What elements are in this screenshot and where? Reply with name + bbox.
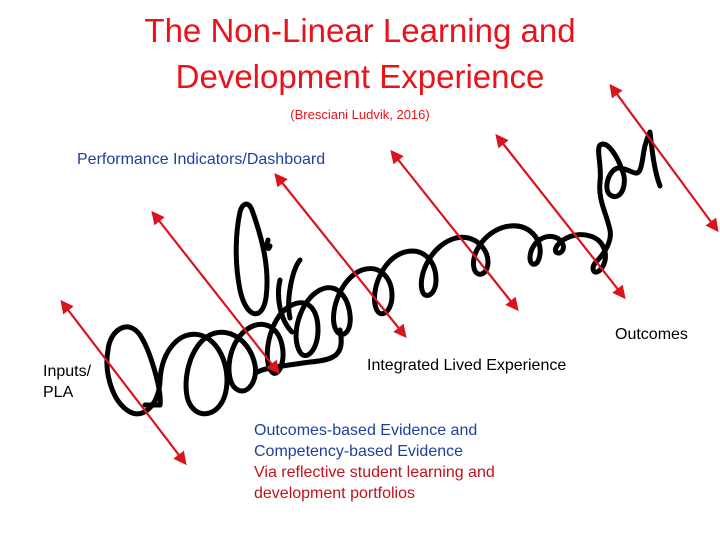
- lived-experience-label: Integrated Lived Experience: [367, 357, 567, 374]
- evidence-label: Outcomes-based Evidence and Competency-b…: [254, 420, 554, 504]
- evidence-line-2: Competency-based Evidence: [254, 443, 464, 460]
- double-arrow-3: [274, 172, 407, 339]
- double-arrow-5: [495, 133, 626, 300]
- double-arrow-1: [60, 299, 187, 466]
- inputs-label-line-1: Inputs/: [43, 363, 92, 380]
- evidence-line-3: Via reflective student learning and: [254, 464, 495, 481]
- inputs-label: Inputs/ PLA: [43, 361, 91, 403]
- double-arrow-6: [609, 83, 719, 233]
- inputs-label-line-2: PLA: [43, 384, 74, 401]
- outcomes-label: Outcomes: [615, 326, 688, 343]
- title-line-2: Development Experience: [175, 58, 545, 95]
- performance-indicators-label: Performance Indicators/Dashboard: [77, 151, 326, 168]
- diagram-title: The Non-Linear Learning and Development …: [60, 8, 660, 100]
- title-line-1: The Non-Linear Learning and: [144, 12, 576, 49]
- evidence-line-1: Outcomes-based Evidence and: [254, 422, 478, 439]
- evidence-line-4: development portfolios: [254, 485, 415, 502]
- citation: (Bresciani Ludvik, 2016): [290, 107, 430, 122]
- double-arrow-2: [151, 210, 280, 375]
- arrow-group: [60, 83, 719, 466]
